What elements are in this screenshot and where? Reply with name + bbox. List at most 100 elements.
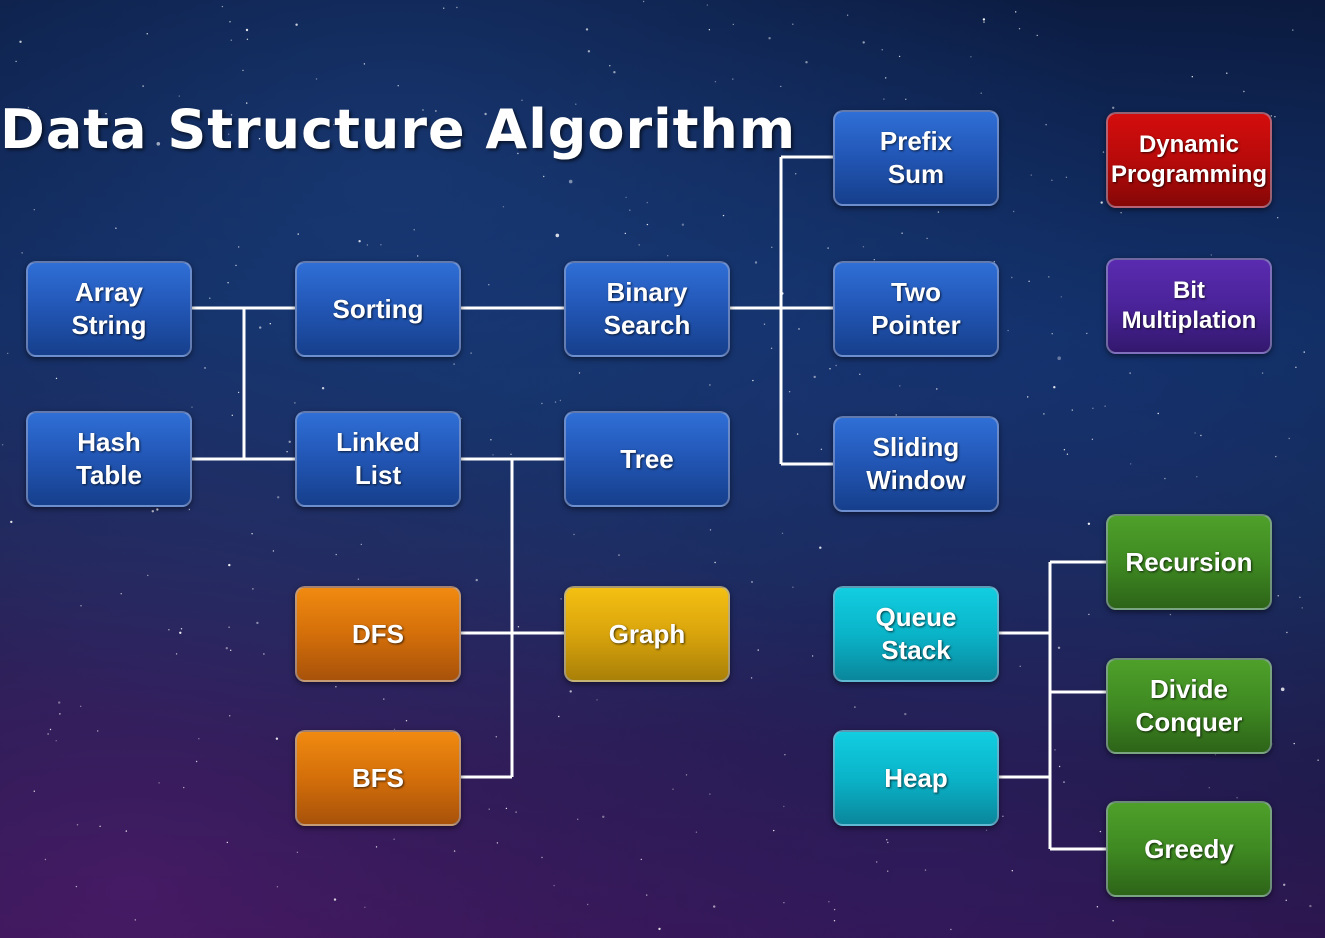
star (783, 902, 785, 904)
node-sorting[interactable]: Sorting (295, 261, 461, 357)
star (21, 252, 23, 254)
star (380, 244, 382, 246)
star (360, 543, 362, 546)
star (502, 206, 505, 208)
star (905, 98, 907, 101)
star (1053, 386, 1056, 389)
node-graph[interactable]: Graph (564, 586, 730, 682)
star (1051, 179, 1053, 181)
star (1092, 407, 1094, 409)
node-heap[interactable]: Heap (833, 730, 999, 826)
star (768, 37, 771, 40)
node-queue-stack[interactable]: Queue Stack (833, 586, 999, 682)
star (558, 715, 560, 718)
node-bfs[interactable]: BFS (295, 730, 461, 826)
star (227, 133, 230, 135)
node-prefix-sum[interactable]: Prefix Sum (833, 110, 999, 206)
star (242, 69, 244, 72)
star (59, 713, 61, 715)
star (846, 14, 849, 16)
node-tree[interactable]: Tree (564, 411, 730, 507)
star (1303, 351, 1305, 353)
star (1120, 212, 1122, 214)
star (315, 78, 318, 80)
star (560, 598, 562, 600)
star (862, 41, 865, 44)
star (773, 829, 775, 832)
star (252, 588, 254, 590)
star (33, 209, 35, 211)
star (788, 391, 791, 393)
star (1096, 906, 1099, 908)
star (142, 85, 144, 87)
star (926, 237, 928, 240)
star (276, 886, 279, 888)
star (750, 677, 753, 679)
node-bit-multiplation[interactable]: Bit Multiplation (1106, 258, 1272, 354)
star (667, 255, 669, 257)
star (99, 825, 101, 827)
node-label: Two Pointer (871, 277, 961, 340)
star (899, 385, 901, 387)
star (1243, 90, 1245, 93)
node-binary-search[interactable]: Binary Search (564, 261, 730, 357)
node-label: Prefix Sum (879, 126, 953, 189)
node-divide-conquer[interactable]: Divide Conquer (1106, 658, 1272, 754)
star (555, 233, 560, 238)
star (470, 352, 472, 354)
star (881, 49, 883, 51)
star (553, 884, 555, 887)
star (76, 824, 79, 826)
node-greedy[interactable]: Greedy (1106, 801, 1272, 897)
star (272, 550, 275, 552)
node-linked-list[interactable]: Linked List (295, 411, 461, 507)
star (1309, 904, 1312, 908)
star (714, 561, 716, 564)
star (1019, 665, 1021, 667)
star (708, 29, 711, 31)
node-hash-table[interactable]: Hash Table (26, 411, 192, 507)
star (488, 284, 490, 286)
star (209, 297, 211, 299)
star (295, 23, 298, 26)
star (970, 56, 972, 58)
star (638, 244, 640, 246)
star (335, 686, 337, 688)
star (833, 920, 836, 922)
star (230, 114, 233, 116)
star (229, 715, 231, 717)
star (158, 782, 160, 784)
star (179, 631, 182, 634)
star (1169, 613, 1172, 616)
star (924, 869, 927, 871)
star (709, 529, 712, 531)
star (792, 23, 794, 25)
star (515, 811, 517, 813)
star (125, 830, 128, 832)
node-recursion[interactable]: Recursion (1106, 514, 1272, 610)
star (541, 402, 543, 405)
star (541, 856, 543, 859)
star (795, 173, 797, 175)
star (229, 21, 231, 23)
node-array-string[interactable]: Array String (26, 261, 192, 357)
star (1063, 781, 1065, 783)
star (230, 39, 232, 41)
node-sliding-window[interactable]: Sliding Window (833, 416, 999, 512)
star (490, 439, 492, 441)
node-dynamic-programming[interactable]: Dynamic Programming (1106, 112, 1272, 208)
star (1091, 438, 1094, 440)
star (333, 124, 335, 126)
star (269, 323, 271, 325)
star (811, 655, 814, 657)
node-two-pointer[interactable]: Two Pointer (833, 261, 999, 357)
star (168, 629, 170, 631)
star (1011, 276, 1013, 279)
star (1015, 11, 1017, 13)
star (1191, 76, 1194, 78)
node-dfs[interactable]: DFS (295, 586, 461, 682)
star (1030, 174, 1033, 176)
star (460, 417, 462, 420)
star (883, 98, 885, 100)
star (813, 375, 816, 379)
